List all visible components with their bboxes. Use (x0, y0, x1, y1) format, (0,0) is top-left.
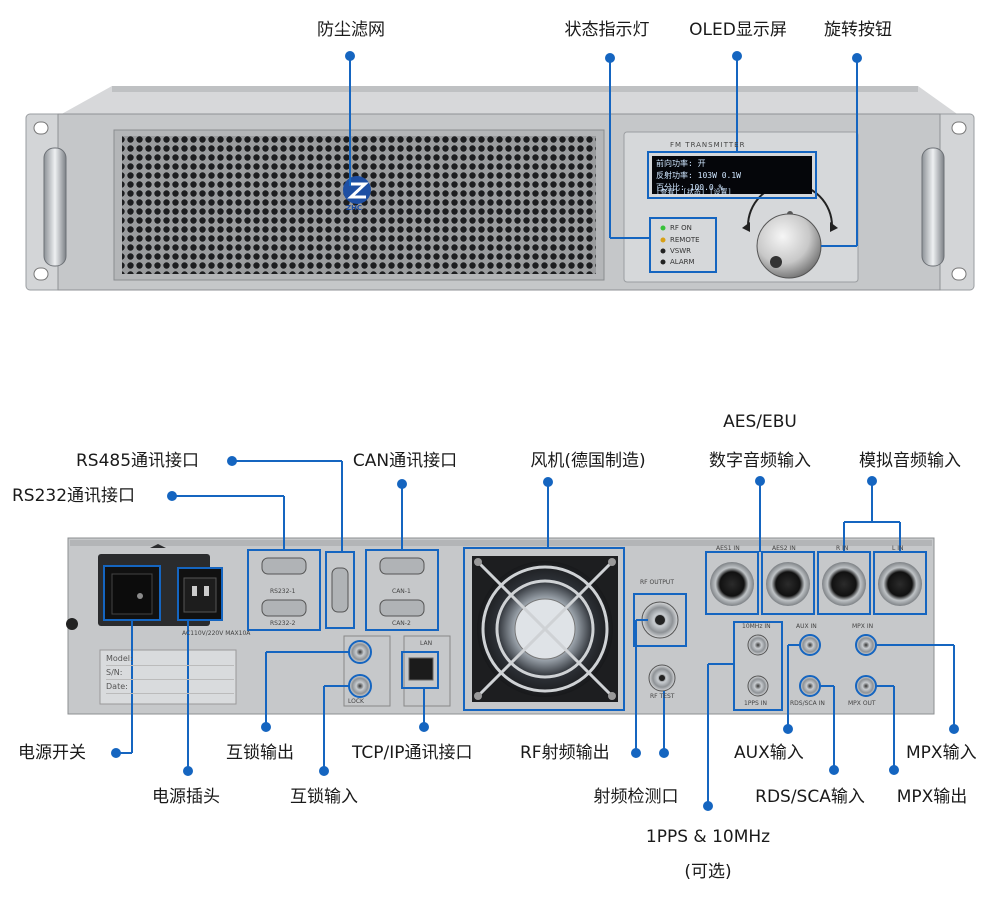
label-rs232-1: RS232-1 (270, 588, 296, 595)
front-panel-unit (25, 86, 975, 291)
interlock-out-connector (348, 640, 372, 664)
callout-status-led: 状态指示灯 (564, 20, 650, 40)
rear-callouts (111, 456, 959, 811)
callout-rs232: RS232通讯接口 (12, 486, 136, 506)
label-can2: CAN-2 (392, 620, 411, 627)
led-label: REMOTE (670, 236, 700, 244)
left-handle (43, 147, 67, 267)
callout-power-switch: 电源开关 (18, 743, 86, 763)
1pps-connector (747, 675, 769, 697)
callout-aes-line1: AES/EBU (723, 412, 797, 432)
led-label: ALARM (670, 258, 695, 266)
rotary-knob (756, 213, 822, 279)
dust-filter-grille (122, 136, 596, 274)
callout-fan: 风机(德国制造) (530, 451, 646, 471)
label-aes2: AES2 IN (772, 545, 796, 552)
label-rds: RDS/SCA IN (790, 700, 825, 707)
label-lock: LOCK (348, 698, 364, 705)
label-rf-test: RF TEST (650, 693, 675, 700)
callout-rs485: RS485通讯接口 (76, 451, 200, 471)
callout-rds: RDS/SCA输入 (755, 787, 865, 807)
l-in-xlr-connector (878, 562, 922, 606)
oled-highlight (647, 151, 817, 199)
interlock-in-connector (348, 674, 372, 698)
aux-connector (799, 634, 821, 656)
lan-port (408, 657, 434, 681)
aes2-xlr-connector (766, 562, 810, 606)
plate-field: S/N: (106, 668, 234, 680)
mpx-out-connector (855, 675, 877, 697)
model-plate: Model: S/N: Date: (106, 654, 234, 702)
callout-1pps-line1: 1PPS & 10MHz (645, 827, 771, 847)
label-aux: AUX IN (796, 623, 817, 630)
callout-aes-line2: 数字音频输入 (709, 451, 811, 471)
r-in-xlr-connector (822, 562, 866, 606)
label-r-in: R IN (836, 545, 849, 552)
rack-hole-icon (951, 267, 967, 281)
rack-hole-icon (951, 121, 967, 135)
control-panel (623, 131, 859, 283)
callout-oled: OLED显示屏 (689, 20, 787, 40)
callout-rf-out: RF射频输出 (520, 743, 610, 763)
panel-title: FM TRANSMITTER (670, 141, 746, 149)
callout-rf-monitor: 射频检测口 (593, 787, 679, 807)
power-socket (183, 577, 217, 613)
led-alarm-icon (660, 259, 666, 265)
brand-logo-icon (343, 176, 371, 204)
oled-line: 反射功率: 103W 0.1W (656, 171, 741, 180)
led-label: RF ON (670, 224, 692, 232)
status-led-highlight (649, 217, 717, 273)
10mhz-connector (747, 634, 769, 656)
power-switch (111, 573, 153, 615)
callout-power-socket: 电源插头 (152, 787, 220, 807)
rear-panel-unit (66, 537, 935, 715)
callout-mpx-in: MPX输入 (906, 743, 977, 763)
label-lan: LAN (420, 640, 433, 647)
plate-field: Date: (106, 682, 234, 694)
right-handle (921, 147, 945, 267)
label-10mhz: 10MHz IN (742, 623, 771, 630)
led-remote-icon (660, 237, 666, 243)
led-rf-on-icon (660, 225, 666, 231)
led-label: VSWR (670, 247, 692, 255)
label-mpx-in: MPX IN (852, 623, 874, 630)
callout-analog-audio: 模拟音频输入 (859, 451, 961, 471)
label-power-rating: AC110V/220V MAX10A (182, 630, 251, 637)
rack-hole-icon (33, 267, 49, 281)
oled-display: 前向功率: 开 反射功率: 103W 0.1W 百分比: 100.0 % (652, 156, 812, 194)
label-mpx-out: MPX OUT (848, 700, 876, 707)
oled-line: 前向功率: 开 (656, 159, 706, 168)
callout-1pps-line2: (可选) (684, 862, 732, 882)
mpx-in-connector (855, 634, 877, 656)
callout-aux: AUX输入 (734, 743, 804, 763)
callout-dust-filter: 防尘滤网 (317, 20, 385, 40)
callout-interlock-in: 互锁输入 (290, 787, 358, 807)
label-1pps: 1PPS IN (744, 700, 768, 707)
aes1-xlr-connector (710, 562, 754, 606)
oled-line: 百分比: 100.0 % (656, 183, 724, 192)
callout-knob: 旋转按钮 (824, 20, 892, 40)
front-callouts (345, 51, 862, 247)
label-l-in: L IN (892, 545, 904, 552)
plate-field: Model: (106, 654, 234, 666)
callout-mpx-out: MPX输出 (896, 787, 968, 807)
led-vswr-icon (660, 248, 666, 254)
logo-text: ZHC (346, 204, 363, 212)
label-can1: CAN-1 (392, 588, 411, 595)
oled-menu: [查看] [状态] [设置] (656, 188, 732, 196)
callout-can: CAN通讯接口 (352, 451, 458, 471)
rds-connector (799, 675, 821, 697)
label-aes1: AES1 IN (716, 545, 740, 552)
callout-tcpip: TCP/IP通讯接口 (352, 743, 473, 763)
callout-interlock-out: 互锁输出 (226, 743, 294, 763)
label-rs232-2: RS232-2 (270, 620, 296, 627)
label-rf-output: RF OUTPUT (640, 579, 674, 586)
rack-hole-icon (33, 121, 49, 135)
